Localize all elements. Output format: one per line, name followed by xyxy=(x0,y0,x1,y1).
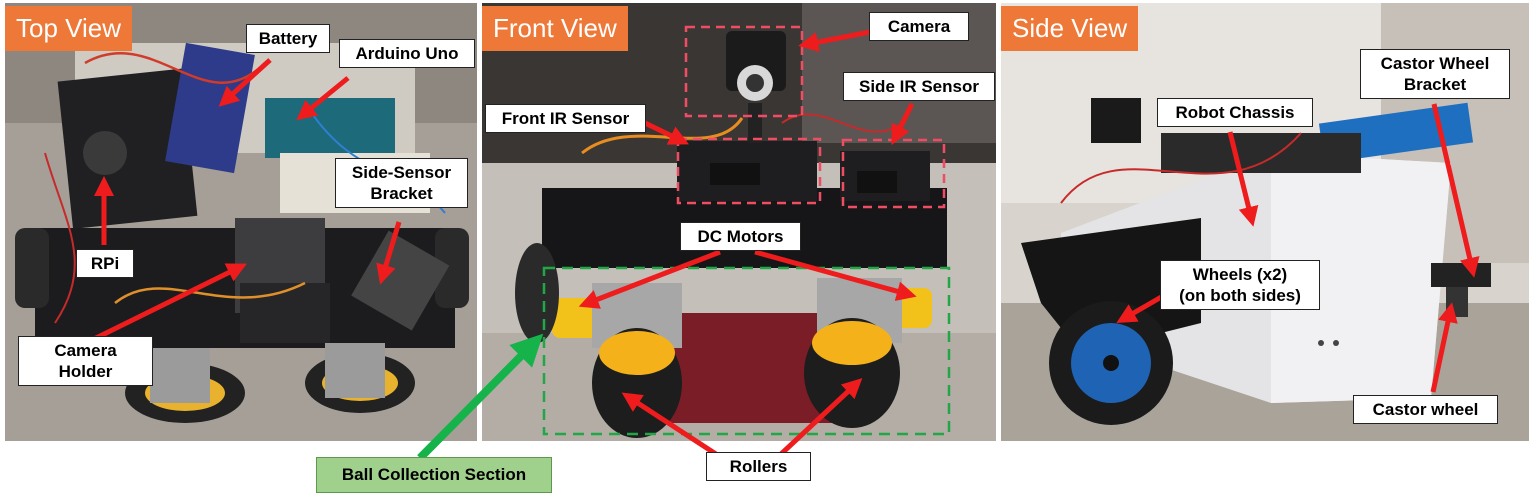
dc-motors-label: DC Motors xyxy=(680,222,801,251)
rollers-label: Rollers xyxy=(706,452,811,481)
robot-chassis-label: Robot Chassis xyxy=(1157,98,1313,127)
side-sensor-bracket-label-line1: Side-Sensor xyxy=(351,163,452,182)
castor-wheel-bracket-label-line1: Castor Wheel xyxy=(1380,54,1490,73)
side-sensor-bracket-label: Side-Sensor Bracket xyxy=(335,158,468,208)
wheels-label: Wheels (x2) (on both sides) xyxy=(1160,260,1320,310)
rpi-label: RPi xyxy=(76,249,134,278)
side-sensor-bracket-label-line2: Bracket xyxy=(370,184,433,203)
wheels-label-line1: Wheels (x2) xyxy=(1192,265,1288,284)
camera-holder-label-line2: Holder xyxy=(58,362,113,381)
camera-holder-label-line1: Camera xyxy=(54,341,117,360)
arduino-uno-label: Arduino Uno xyxy=(339,39,475,68)
side-view-title: Side View xyxy=(1001,6,1139,51)
battery-label: Battery xyxy=(246,24,330,53)
castor-wheel-bracket-label: Castor Wheel Bracket xyxy=(1360,49,1510,99)
wheels-label-line2: (on both sides) xyxy=(1179,286,1301,305)
top-view-title: Top View xyxy=(5,6,133,51)
front-view-title: Front View xyxy=(482,6,628,51)
castor-wheel-bracket-label-line2: Bracket xyxy=(1403,75,1467,94)
front-ir-sensor-label: Front IR Sensor xyxy=(485,104,646,133)
camera-holder-label: Camera Holder xyxy=(18,336,153,386)
side-ir-sensor-label: Side IR Sensor xyxy=(843,72,995,101)
ball-collection-section-label: Ball Collection Section xyxy=(316,457,552,493)
camera-label: Camera xyxy=(869,12,969,41)
castor-wheel-label: Castor wheel xyxy=(1353,395,1498,424)
